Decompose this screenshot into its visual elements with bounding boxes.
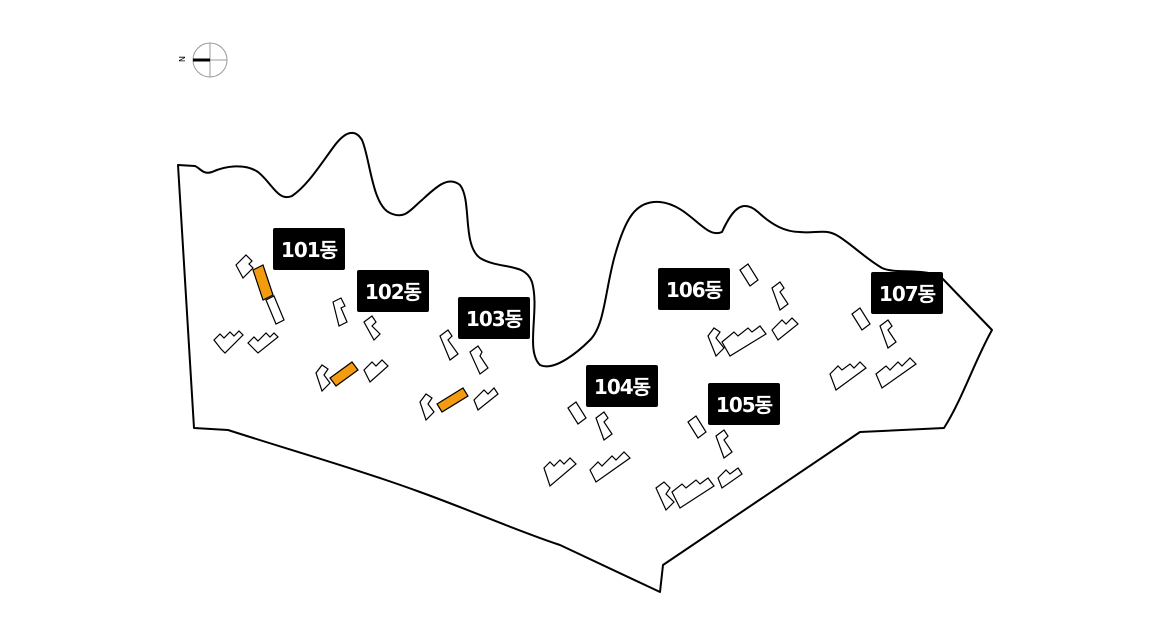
building-105-c <box>655 481 675 512</box>
building-104-d <box>589 451 631 483</box>
building-106-a <box>739 263 759 287</box>
building-103-a <box>439 329 459 361</box>
building-103-d <box>473 387 499 411</box>
building-label-105[interactable]: 105동 <box>708 383 780 425</box>
building-103-c <box>419 393 435 422</box>
north-arrow-icon: N <box>178 42 228 78</box>
site-boundary <box>177 131 993 593</box>
building-104-b <box>595 411 613 441</box>
building-label-106[interactable]: 106동 <box>658 268 730 310</box>
building-label-103-text: 103동 <box>466 307 523 331</box>
building-label-102-text: 102동 <box>365 280 422 304</box>
building-101-d <box>247 332 279 354</box>
building-107-a <box>851 307 871 331</box>
building-102-b <box>363 315 381 341</box>
building-107-d <box>875 357 917 389</box>
building-106-d <box>721 325 767 357</box>
building-102-d <box>363 359 389 383</box>
building-106-e <box>771 317 799 341</box>
building-102-highlight <box>329 361 359 387</box>
building-label-101-text: 101동 <box>281 238 338 262</box>
building-footprints <box>213 254 917 512</box>
building-102-c <box>315 364 331 393</box>
building-106-c <box>707 327 725 358</box>
building-103-b <box>469 345 489 375</box>
building-106-b <box>771 281 789 311</box>
building-label-102[interactable]: 102동 <box>357 270 429 312</box>
building-104-c <box>543 457 577 488</box>
building-label-105-text: 105동 <box>716 393 773 417</box>
building-107-b <box>879 319 897 349</box>
compass-north-letter: N <box>178 56 187 62</box>
building-label-104-text: 104동 <box>594 375 651 399</box>
building-101-b <box>265 295 285 325</box>
building-102-a <box>332 297 348 327</box>
building-105-e <box>717 467 743 489</box>
building-label-107[interactable]: 107동 <box>871 272 943 314</box>
building-105-d <box>671 477 715 509</box>
building-label-107-text: 107동 <box>879 282 936 306</box>
building-label-104[interactable]: 104동 <box>586 365 658 407</box>
building-101-highlight <box>252 264 274 301</box>
building-104-a <box>567 401 587 425</box>
building-105-b <box>715 429 733 459</box>
building-101-a <box>235 254 254 279</box>
building-label-101[interactable]: 101동 <box>273 228 345 270</box>
building-label-103[interactable]: 103동 <box>458 297 530 339</box>
building-101-c <box>213 330 244 354</box>
building-label-106-text: 106동 <box>666 278 723 302</box>
building-103-highlight <box>436 387 469 413</box>
building-105-a <box>687 415 707 439</box>
building-107-c <box>829 361 867 391</box>
